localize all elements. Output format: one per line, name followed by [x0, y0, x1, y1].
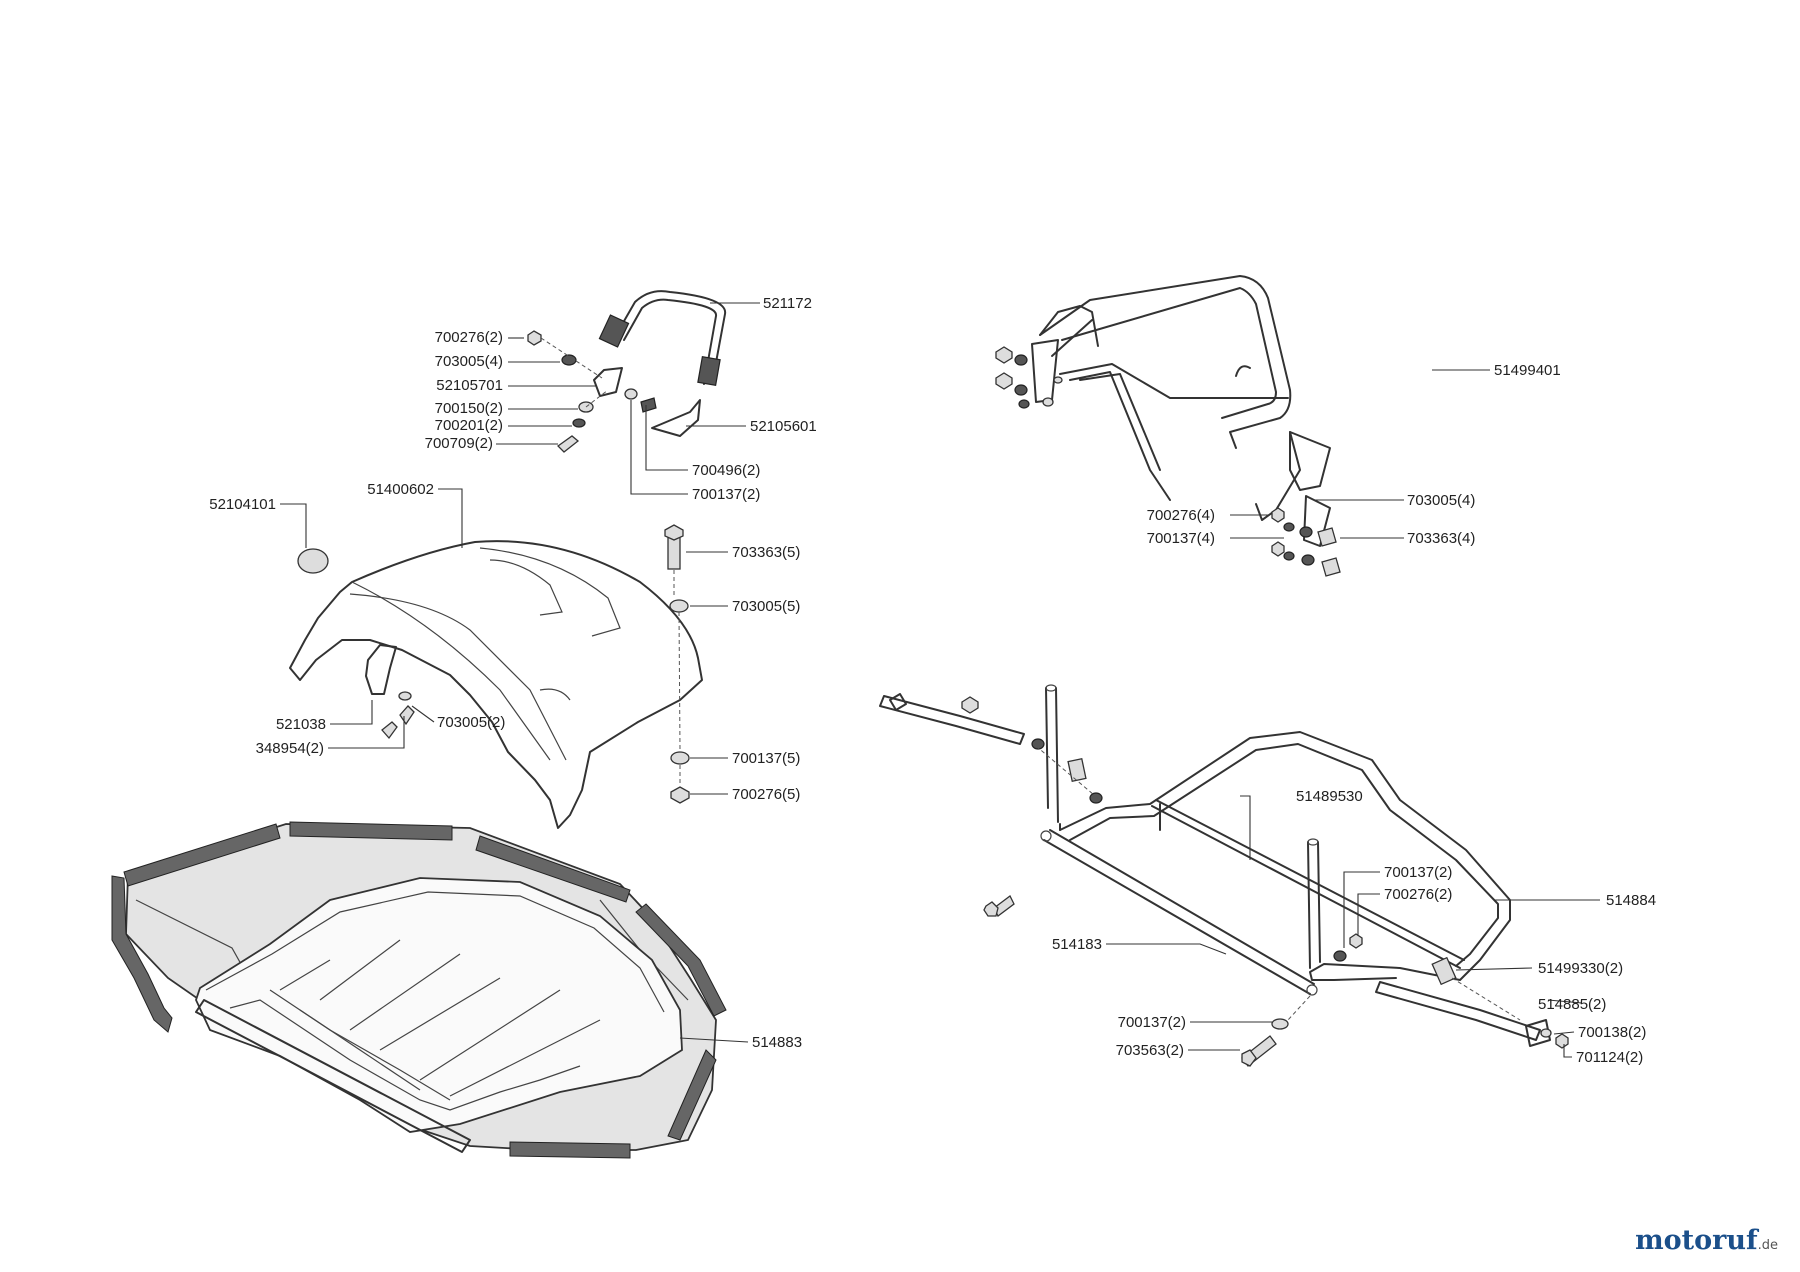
label-handle-washer-a: 703005(4) — [435, 353, 503, 370]
label-handle-washer-d: 700496(2) — [692, 462, 760, 479]
lower-washer — [1333, 950, 1347, 962]
label-hood-washer-bottom: 700137(5) — [732, 750, 800, 767]
seal-2 — [289, 821, 453, 841]
hood — [289, 540, 703, 829]
label-gas-spring: 514885(2) — [1538, 996, 1606, 1013]
hood-washer-bottom — [670, 751, 690, 765]
label-grab-handle: 521172 — [763, 295, 812, 312]
lower-frame-assembly — [879, 684, 1569, 1067]
handle-screw — [556, 435, 580, 453]
label-cross-rod: 514183 — [1052, 936, 1102, 953]
grab-handle — [615, 290, 727, 385]
label-handle-nut: 700276(2) — [435, 329, 503, 346]
seal-6 — [509, 1141, 631, 1159]
label-rod-bolt: 703563(2) — [1116, 1042, 1184, 1059]
seal-3 — [475, 835, 631, 903]
label-lower-nut: 700276(2) — [1384, 886, 1452, 903]
seal-1 — [123, 823, 281, 887]
upper-frame-plate — [1289, 431, 1331, 491]
hood-bracket-washer — [398, 691, 412, 701]
label-hood-bracket: 521038 — [276, 716, 326, 733]
label-lower-frame: 514884 — [1606, 892, 1656, 909]
rod-washer — [1271, 1018, 1289, 1030]
handle-washer-a — [561, 354, 577, 366]
handle-nut — [527, 330, 542, 346]
basket-tray — [195, 877, 683, 1133]
seal-4 — [635, 903, 727, 1017]
label-upper-bolt: 703363(4) — [1407, 530, 1475, 547]
grip-left — [598, 314, 630, 348]
upper-nut — [1271, 507, 1285, 523]
label-handle-bracket-right: 52105601 — [750, 418, 817, 435]
spring-nut — [1555, 1033, 1569, 1049]
handle-washer-c — [572, 418, 586, 428]
label-hood-bolt: 703363(5) — [732, 544, 800, 561]
lower-nut — [1349, 933, 1363, 949]
part-labels: 521172 700276(2) 703005(4) 52105701 7001… — [209, 295, 1656, 1066]
upper-right-hardware — [1271, 507, 1341, 577]
label-spring-nut: 701124(2) — [1576, 1049, 1643, 1066]
hood-bracket-screw-a — [381, 721, 398, 740]
label-hood-washer-top: 703005(5) — [732, 598, 800, 615]
upper-washer-a — [1283, 522, 1295, 532]
label-hood-nut: 700276(5) — [732, 786, 800, 803]
label-upper-washer-b: 703005(4) — [1407, 492, 1475, 509]
upper-left-hardware — [995, 346, 1063, 409]
lower-frame-rod — [1151, 799, 1465, 969]
grab-handle-inner — [623, 298, 717, 385]
hood-washer-top — [669, 599, 689, 613]
basket-assembly — [111, 821, 727, 1159]
label-handle-washer-e: 700137(2) — [692, 486, 760, 503]
leader-lines — [280, 302, 1600, 1058]
frame-spacer — [1067, 757, 1087, 783]
upper-bolt — [1317, 527, 1337, 547]
label-rod-washer: 700137(2) — [1118, 1014, 1186, 1031]
lower-frame-right-post — [1307, 841, 1321, 969]
label-basket-bag: 514883 — [752, 1034, 802, 1051]
handle-washer-e — [624, 388, 638, 400]
watermark-logo: motoruf.de — [1635, 1225, 1778, 1256]
hood-bracket — [365, 644, 397, 695]
grip-right — [697, 355, 721, 387]
label-handle-bracket-left: 52105701 — [436, 377, 503, 394]
label-spring-cap: 51499330(2) — [1538, 960, 1623, 977]
label-hood-bracket-washer: 703005(2) — [437, 714, 505, 731]
spring-cap — [1431, 956, 1457, 986]
label-handle-washer-c: 700201(2) — [435, 417, 503, 434]
upper-washer-b — [1299, 526, 1313, 538]
seal-7 — [111, 875, 173, 1033]
label-handle-washer-b: 700150(2) — [435, 400, 503, 417]
gas-spring-lower — [1375, 981, 1541, 1041]
label-upper-nut: 700276(4) — [1147, 507, 1215, 524]
watermark-tld: .de — [1757, 1238, 1778, 1253]
handle-washer-d — [640, 397, 657, 413]
spring-washer — [1540, 1028, 1552, 1038]
handle-bracket-right — [651, 399, 701, 437]
label-lower-frame-rod: 51489530 — [1296, 788, 1363, 805]
label-handle-screw: 700709(2) — [425, 435, 493, 452]
label-upper-washer-a: 700137(4) — [1147, 530, 1215, 547]
label-cap: 52104101 — [209, 496, 276, 513]
cap-part — [297, 548, 329, 574]
upper-frame — [1039, 275, 1292, 449]
lower-frame-left-post — [1045, 687, 1059, 823]
label-spring-washer: 700138(2) — [1578, 1024, 1646, 1041]
hood-assembly — [289, 524, 703, 829]
label-lower-washer: 700137(2) — [1384, 864, 1452, 881]
cross-rod — [1043, 829, 1315, 995]
hood-bracket-screw-b — [399, 705, 415, 726]
seal-5 — [667, 1049, 717, 1141]
upper-frame-assembly — [995, 275, 1341, 577]
label-upper-frame: 51499401 — [1494, 362, 1561, 379]
gas-spring-upper — [879, 695, 1025, 745]
label-hood: 51400602 — [367, 481, 434, 498]
label-hood-bracket-screw: 348954(2) — [256, 740, 324, 757]
lower-frame — [1059, 731, 1511, 981]
handle-bracket-left — [593, 367, 623, 397]
basket-front-bar — [195, 999, 471, 1153]
hood-nut — [670, 786, 690, 804]
grab-handle-assembly — [527, 290, 727, 453]
watermark-brand: motoruf — [1635, 1225, 1758, 1256]
